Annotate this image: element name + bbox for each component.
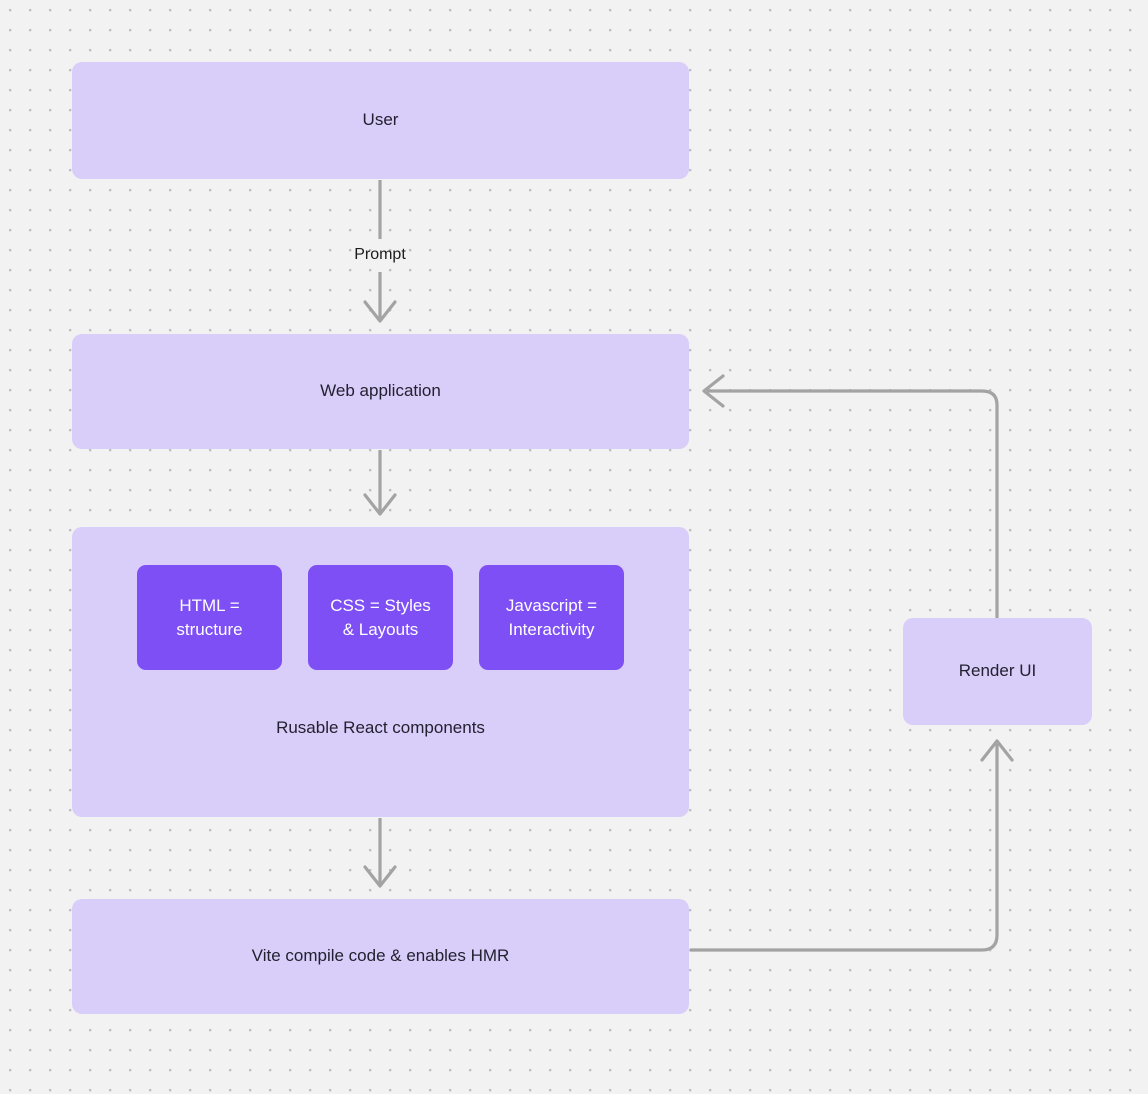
edge-components-to-vite <box>363 818 397 888</box>
chip-row: HTML = structure CSS = Styles & Layouts … <box>72 565 689 670</box>
chip-css[interactable]: CSS = Styles & Layouts <box>308 565 453 670</box>
node-components-container[interactable]: HTML = structure CSS = Styles & Layouts … <box>72 527 689 817</box>
chip-javascript[interactable]: Javascript = Interactivity <box>479 565 624 670</box>
node-user[interactable]: User <box>72 62 689 179</box>
edge-label-prompt: Prompt <box>354 246 406 263</box>
components-container-caption: Rusable React components <box>276 718 485 737</box>
node-web-application[interactable]: Web application <box>72 334 689 449</box>
node-render-ui[interactable]: Render UI <box>903 618 1092 725</box>
chip-html[interactable]: HTML = structure <box>137 565 282 670</box>
node-vite[interactable]: Vite compile code & enables HMR <box>72 899 689 1014</box>
edge-render-to-webapp <box>702 374 999 618</box>
edge-webapp-to-components <box>363 450 397 516</box>
edge-vite-to-render <box>690 739 1014 952</box>
